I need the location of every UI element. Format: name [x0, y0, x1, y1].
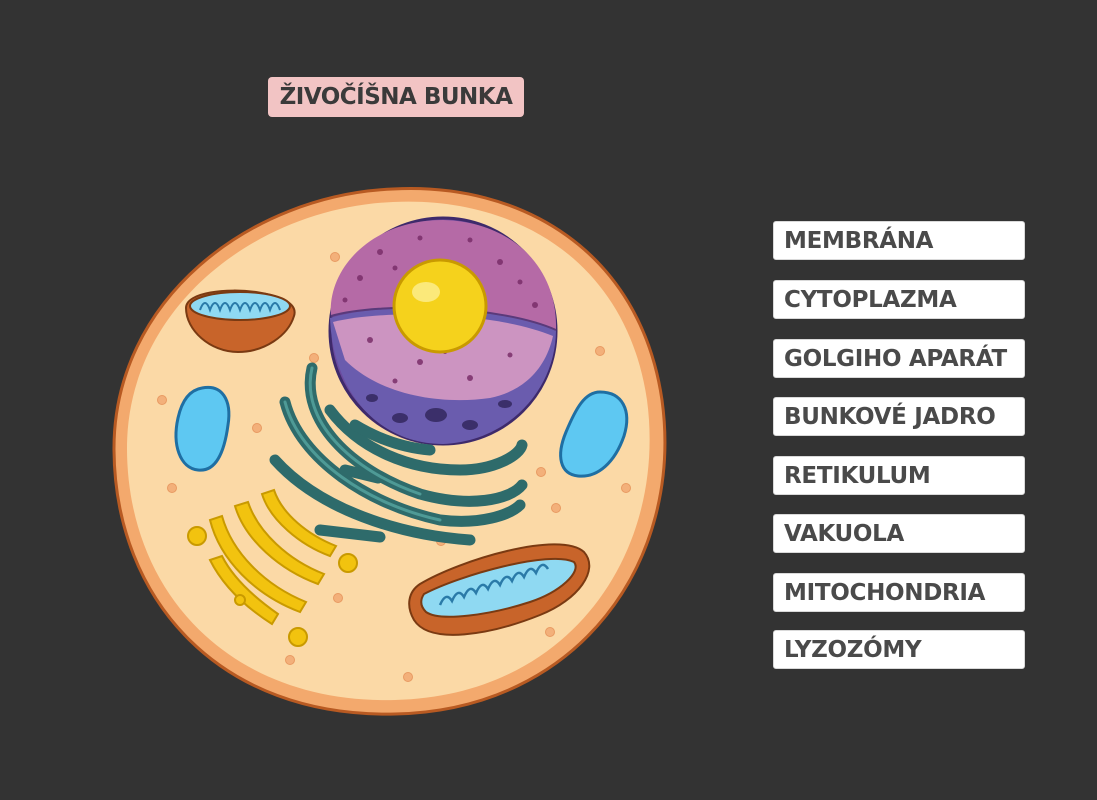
- nucleus: [328, 216, 558, 446]
- vacuole-left: [174, 385, 231, 472]
- label-membrana[interactable]: MEMBRÁNA: [773, 221, 1025, 260]
- label-retikulum[interactable]: RETIKULUM: [773, 456, 1025, 495]
- vacuole-right: [559, 390, 629, 478]
- endoplasmic-reticulum-highlight: [283, 366, 442, 522]
- label-cytoplazma[interactable]: CYTOPLAZMA: [773, 280, 1025, 319]
- label-vakuola[interactable]: VAKUOLA: [773, 514, 1025, 553]
- diagram-title: ŽIVOČÍŠNA BUNKA: [268, 77, 524, 117]
- mitochondrion-small: [184, 289, 296, 354]
- mitochondrion-large: [408, 543, 591, 636]
- label-bunkove-jadro[interactable]: BUNKOVÉ JADRO: [773, 397, 1025, 436]
- golgi-apparatus: [187, 488, 358, 647]
- label-lyzozomy[interactable]: LYZOZÓMY: [773, 630, 1025, 669]
- label-mitochondria[interactable]: MITOCHONDRIA: [773, 573, 1025, 612]
- label-golgiho-aparat[interactable]: GOLGIHO APARÁT: [773, 339, 1025, 378]
